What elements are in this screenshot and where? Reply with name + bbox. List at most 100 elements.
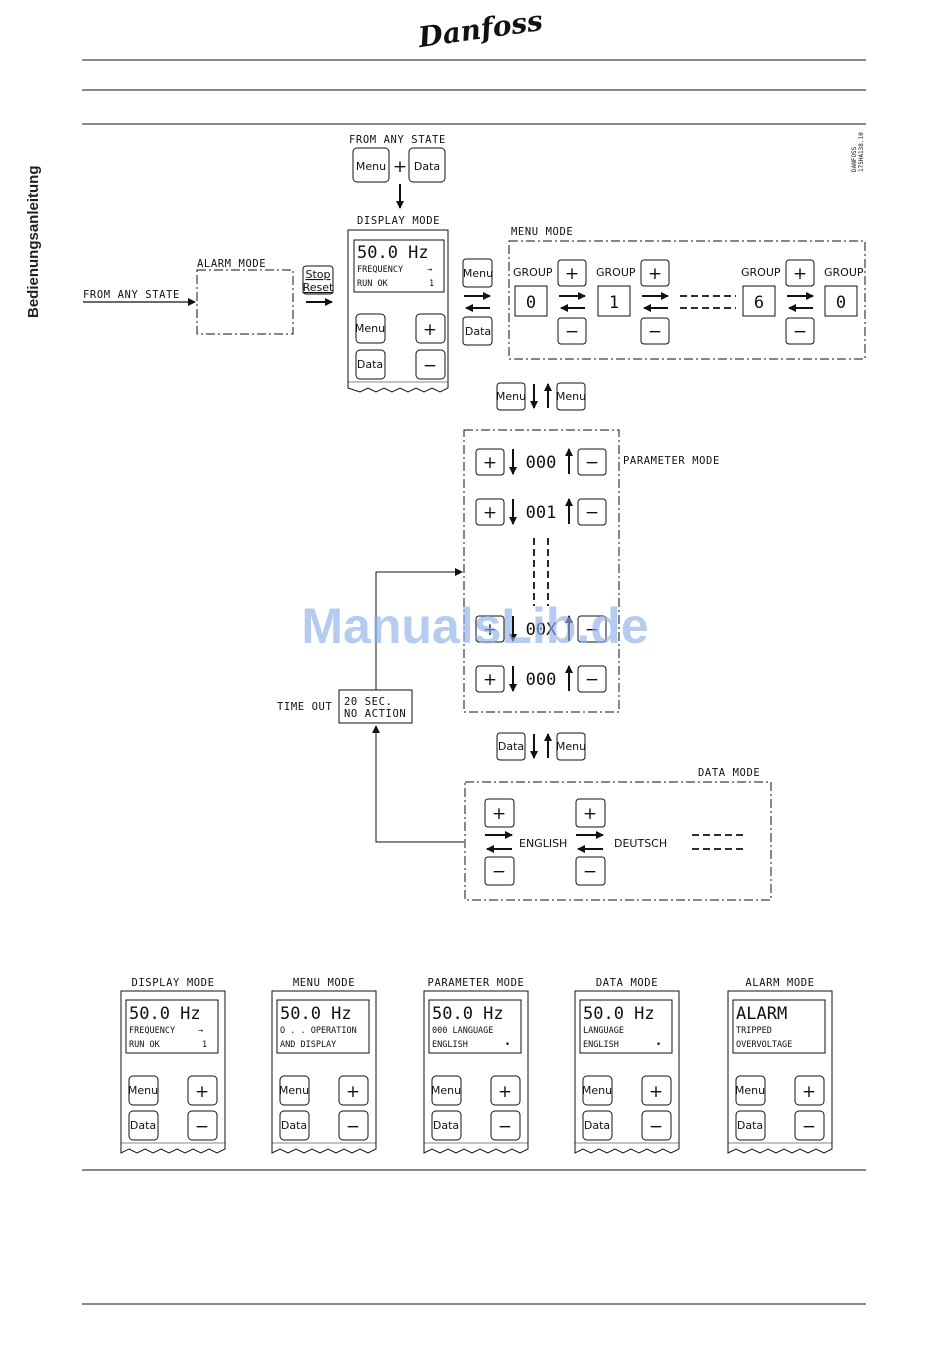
panel-menu-key-label: Menu — [582, 1084, 612, 1097]
data-option-label: ENGLISH — [519, 837, 567, 850]
timeout-arrow-up — [375, 568, 463, 690]
panel-plus-key[interactable] — [490, 1075, 521, 1106]
panel-data-key[interactable] — [582, 1110, 613, 1141]
panel-screen-line2: TRIPPED — [736, 1026, 772, 1036]
param-minus-key[interactable] — [577, 498, 607, 526]
panel-minus-key-label: − — [195, 1117, 209, 1137]
group-minus-key[interactable] — [640, 317, 670, 345]
stop-label: Stop — [305, 268, 330, 281]
menu-key-top-label: Menu — [356, 160, 386, 173]
display-menu-key[interactable] — [355, 313, 386, 344]
panel-data-key[interactable] — [128, 1110, 159, 1141]
panel-plus-key-label: + — [649, 1082, 663, 1102]
group-value: 6 — [754, 293, 764, 313]
stop-reset-key[interactable] — [302, 265, 334, 295]
menu-key-top[interactable] — [352, 147, 390, 183]
menu-key-to-menu-mode[interactable] — [462, 258, 493, 288]
figure-code-1: DANFOSS — [851, 146, 858, 172]
panel-data-key-label: Data — [584, 1119, 610, 1132]
group-plus-key[interactable] — [557, 259, 587, 287]
menu-mode-label: MENU MODE — [511, 226, 573, 238]
watermark: ManualsLib.de — [301, 598, 648, 654]
panel-menu-key[interactable] — [431, 1075, 462, 1106]
data-key-top[interactable] — [408, 147, 446, 183]
panel-data-key[interactable] — [735, 1110, 766, 1141]
panel-minus-key[interactable] — [338, 1110, 369, 1141]
display-screen-line3: RUN OK — [357, 279, 389, 289]
panel-menu-key[interactable] — [735, 1075, 766, 1106]
panel-minus-key[interactable] — [187, 1110, 218, 1141]
display-data-key[interactable] — [355, 349, 386, 380]
param-value: 000 — [526, 453, 557, 473]
menu-group-6: GROUP 6 + − — [741, 259, 815, 345]
group-plus-key[interactable] — [640, 259, 670, 287]
param-plus-key[interactable] — [475, 498, 505, 526]
data-plus-key[interactable] — [575, 798, 606, 828]
panel-minus-key-label: − — [346, 1117, 360, 1137]
panel-screen-line1: 50.0 Hz — [583, 1004, 655, 1024]
panel-plus-key[interactable] — [338, 1075, 369, 1106]
group-value: 0 — [526, 293, 536, 313]
display-screen-line1: 50.0 Hz — [357, 243, 429, 263]
menu-key-to-parameter-label: Menu — [496, 390, 526, 403]
data-plus-key[interactable] — [484, 798, 515, 828]
panel-menu-key[interactable] — [128, 1075, 159, 1106]
param-minus-key[interactable] — [577, 448, 607, 476]
display-minus-key-label: − — [423, 356, 437, 376]
group-value-box — [514, 285, 548, 317]
panel-minus-key[interactable] — [794, 1110, 825, 1141]
data-minus-key[interactable] — [484, 856, 515, 886]
display-plus-key[interactable] — [415, 313, 446, 344]
parameter-row-00x: + 00X − — [475, 615, 607, 643]
panel-title: MENU MODE — [293, 977, 355, 989]
group-label: GROUP — [596, 266, 636, 279]
panel-plus-key-label: + — [195, 1082, 209, 1102]
timeout-label: TIME OUT — [277, 701, 332, 713]
panel-screen — [428, 999, 522, 1054]
group-plus-label: + — [793, 264, 807, 284]
data-minus-label: − — [583, 862, 597, 882]
param-minus-label: − — [585, 453, 599, 473]
panel-screen-line3: RUN OK — [129, 1040, 161, 1050]
panel-data-key[interactable] — [431, 1110, 462, 1141]
param-plus-key[interactable] — [475, 665, 505, 693]
panel-plus-key[interactable] — [187, 1075, 218, 1106]
param-minus-key[interactable] — [577, 615, 607, 643]
menu-key-to-parameter[interactable] — [496, 382, 526, 411]
panel-minus-key[interactable] — [641, 1110, 672, 1141]
param-plus-key[interactable] — [475, 448, 505, 476]
menu-key-from-data[interactable] — [556, 732, 586, 761]
menu-key-back[interactable] — [556, 382, 586, 411]
display-minus-key[interactable] — [415, 349, 446, 380]
param-minus-key[interactable] — [577, 665, 607, 693]
data-key-to-data-mode[interactable] — [496, 732, 526, 761]
data-key-to-display[interactable] — [462, 316, 493, 346]
display-mode-label: DISPLAY MODE — [357, 215, 440, 227]
panel-plus-key[interactable] — [641, 1075, 672, 1106]
display-screen-line3b: 1 — [429, 279, 434, 289]
panel-data-key[interactable] — [279, 1110, 310, 1141]
plus-sign-top: + — [393, 157, 407, 177]
panel-minus-key[interactable] — [490, 1110, 521, 1141]
panel-menu-key[interactable] — [279, 1075, 310, 1106]
panel-menu-key[interactable] — [582, 1075, 613, 1106]
menu-group-0-last: GROUP 0 — [824, 266, 864, 317]
panel-screen-line3b: 1 — [202, 1040, 207, 1050]
parameter-row-000: + 000 − — [475, 448, 607, 476]
parameter-row-000-wrap: + 000 − — [475, 665, 607, 693]
panel-plus-key-label: + — [498, 1082, 512, 1102]
danfoss-logo: Danfoss — [415, 4, 545, 54]
data-minus-key[interactable] — [575, 856, 606, 886]
param-plus-key[interactable] — [475, 615, 505, 643]
data-key-to-data-mode-label: Data — [498, 740, 524, 753]
group-minus-key[interactable] — [557, 317, 587, 345]
panel-plus-key[interactable] — [794, 1075, 825, 1106]
data-option-deutsch: + DEUTSCH − — [575, 798, 667, 886]
group-minus-key[interactable] — [785, 317, 815, 345]
group-plus-key[interactable] — [785, 259, 815, 287]
menu-group-0: GROUP 0 + − — [513, 259, 587, 345]
